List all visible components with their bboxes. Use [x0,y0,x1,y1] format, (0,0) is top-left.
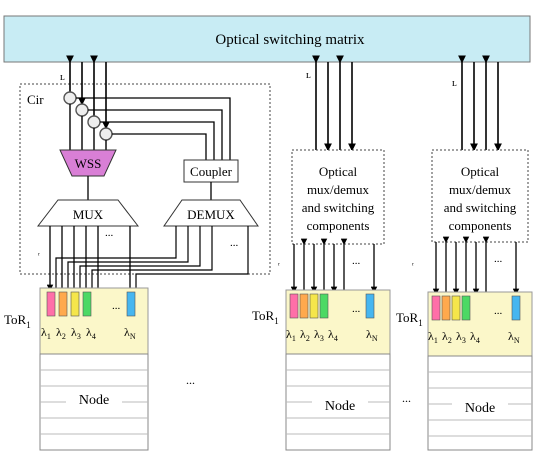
circulator-2 [75,103,89,117]
tor-right-label: ToR1 [396,310,423,328]
middle-box-line-4: components [307,218,370,233]
middle-component-box: Optical mux/demux and switching componen… [291,149,385,245]
middle-tor-links [290,238,378,294]
tor-left-label: ToR1 [4,312,31,330]
circulator-4 [99,127,113,141]
coupler-block: Coupler [183,159,239,183]
middle-box-line-1: Optical [319,164,358,179]
torM-lambda-label-5: λN [366,327,378,343]
tor-middle-label: ToR1 [252,308,279,326]
torL-wavelength-chip-2 [58,291,68,317]
left-fiber-bundle [66,55,110,130]
demux-label: DEMUX [187,207,235,222]
right-tor-links [432,236,520,296]
middle-tick-mark: ʳ [278,260,280,270]
torR-wavelength-chip-2 [441,295,451,321]
node-left-label: Node [79,393,109,408]
torL-lambda-label-2: λ2 [56,325,66,341]
torL-wavelength-chip-3 [70,291,80,317]
right-box-line-1: Optical [461,164,500,179]
right-box-line-2: mux/demux [449,182,512,197]
torM-wavelength-chip-3 [309,293,319,319]
torM-wavelength-chip-4 [319,293,329,319]
demux-ellipsis: ... [230,237,239,249]
middle-rack-block: ʟ Optical mux/demux and switching compon… [252,55,391,451]
right-fiber-tick: ʟ [452,77,457,89]
node-middle[interactable]: Node [285,353,391,451]
left-tick-mark: ʳ [38,250,40,260]
tor-left: ... λ1 λ2 λ3 λ4 λN [39,287,149,355]
torL-lambda-label-3: λ3 [71,325,81,341]
between-ellipsis-2: ... [402,391,411,405]
middle-fiber-bundle [312,55,356,152]
torL-lambda-label-1: λ1 [41,325,51,341]
right-box-line-4: components [449,218,512,233]
right-fiber-bundle [458,55,502,152]
torL-wavelength-chip-5 [126,291,136,317]
torM-lambda-label-4: λ4 [328,327,338,343]
left-fiber-tick: ʟ [60,71,65,83]
torM-wavelength-chip-2 [299,293,309,319]
wss-label: WSS [75,156,102,171]
right-tick-mark: ʳ [412,260,414,270]
torM-wavelength-chip-1 [289,293,299,319]
torR-wavelength-chip-5 [511,295,521,321]
circulator-3 [87,115,101,129]
demux-tor-links [55,226,249,290]
right-component-box: Optical mux/demux and switching componen… [431,149,529,243]
mux-label: MUX [73,207,104,222]
optical-switching-matrix: Optical switching matrix [3,15,531,63]
tor-right-ellipsis: ... [494,305,503,317]
torM-lambda-label-3: λ3 [314,327,324,343]
middle-link-ellipsis: ... [352,255,361,267]
left-rack-block: ʟ Cir WSS C [4,55,271,451]
right-link-ellipsis: ... [494,253,503,265]
right-rack-block: ʟ Optical mux/demux and switching compon… [396,55,533,451]
tor-left-ellipsis: ... [112,300,121,312]
torL-lambda-label-5: λN [124,325,136,341]
wss-block: WSS [59,149,117,177]
node-right[interactable]: Node [427,355,533,451]
circulator-coupler-links [76,97,231,160]
torR-wavelength-chip-4 [461,295,471,321]
torM-lambda-label-2: λ2 [300,327,310,343]
torL-wavelength-chip-1 [46,291,56,317]
node-right-label: Node [465,401,495,416]
between-ellipsis-1: ... [186,373,195,387]
torR-wavelength-chip-3 [451,295,461,321]
circulator-group [63,91,113,141]
circulator-1 [63,91,77,105]
mux-ellipsis: ... [105,227,114,239]
torR-wavelength-chip-1 [431,295,441,321]
matrix-label: Optical switching matrix [215,32,365,48]
coupler-label: Coupler [190,164,233,179]
demux-block: DEMUX [163,199,259,227]
middle-box-line-3: and switching [302,200,375,215]
torL-lambda-label-4: λ4 [86,325,96,341]
node-left[interactable]: Node [39,353,149,451]
mux-block: MUX [36,199,140,227]
tor-middle-ellipsis: ... [352,303,361,315]
torM-wavelength-chip-5 [365,293,375,319]
right-box-line-3: and switching [444,200,517,215]
middle-fiber-tick: ʟ [306,69,311,81]
torR-lambda-label-1: λ1 [428,329,438,345]
torR-lambda-label-3: λ3 [456,329,466,345]
torL-wavelength-chip-4 [82,291,92,317]
torR-lambda-label-5: λN [508,329,520,345]
middle-box-line-2: mux/demux [307,182,370,197]
cir-label: Cir [27,92,44,107]
torM-lambda-label-1: λ1 [286,327,296,343]
torR-lambda-label-2: λ2 [442,329,452,345]
node-middle-label: Node [325,399,355,414]
torR-lambda-label-4: λ4 [470,329,480,345]
